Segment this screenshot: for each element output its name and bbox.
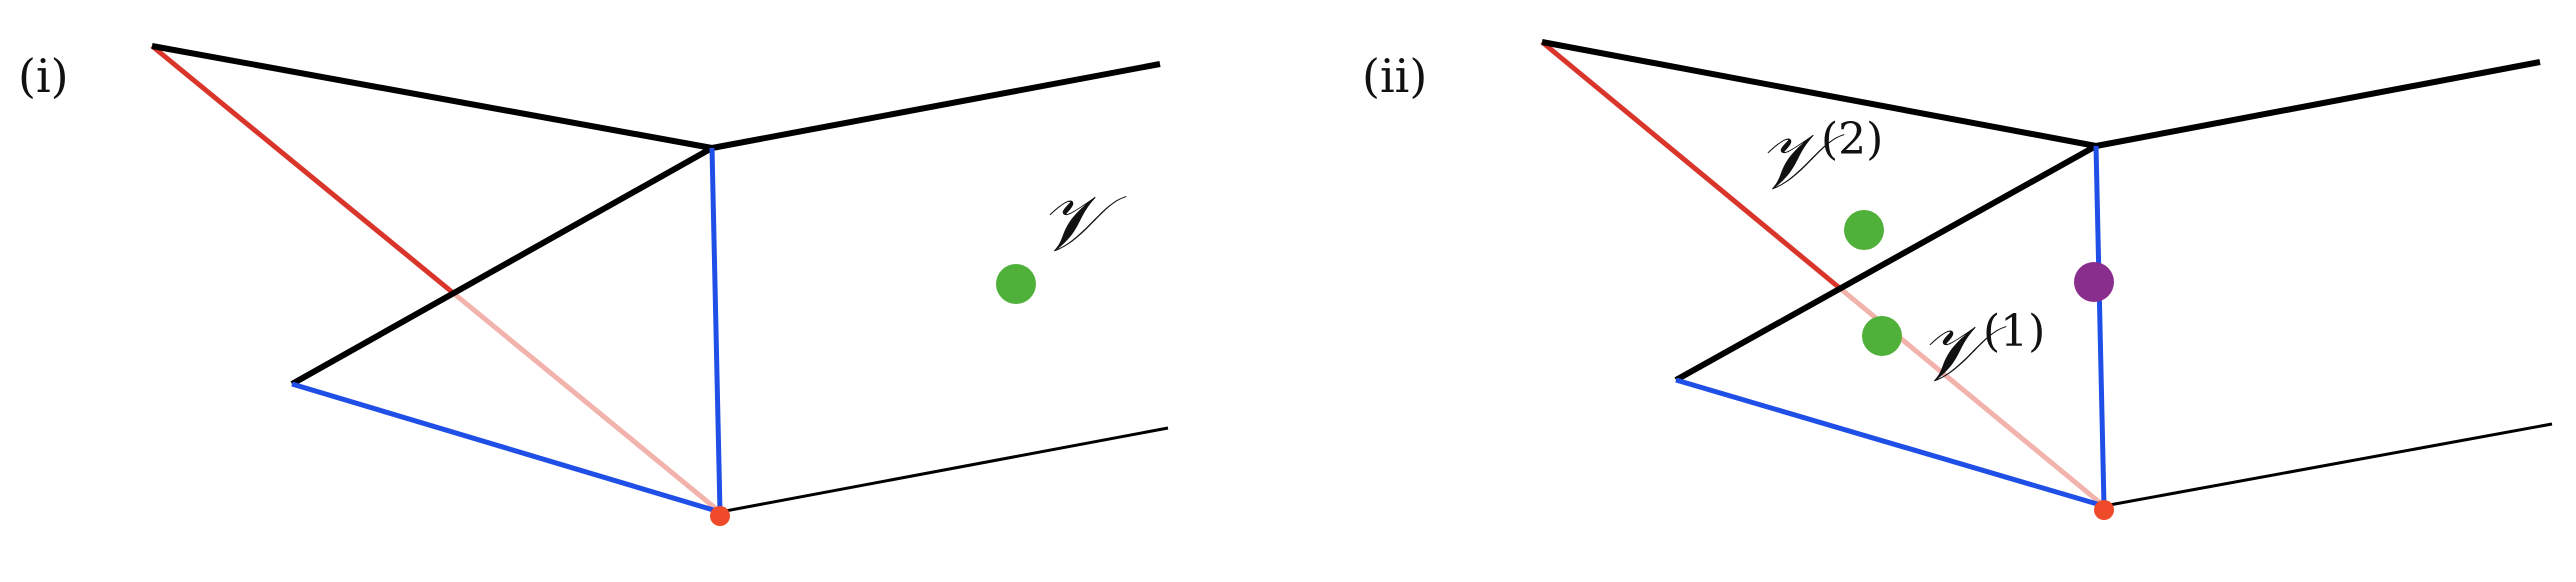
edge-top-left (1541, 39, 2097, 149)
vertex-label-v: 𝒱 (1038, 179, 1127, 269)
vertex-label-v-symbol: 𝒱 (1038, 179, 1127, 269)
vertex-label-v1: 𝒱(1) (1918, 306, 2045, 399)
green-vertex-dot-lower (1862, 316, 1902, 356)
edge-top-right (711, 61, 1161, 151)
blue-edge-left (1675, 377, 2105, 509)
red-edge-strong (1540, 40, 1844, 292)
panel-ii-label: (ii) (1362, 49, 1427, 103)
vertex-label-v2: 𝒱(2) (1756, 114, 1883, 207)
purple-vertex-dot (2074, 262, 2114, 302)
green-vertex-dot (996, 264, 1036, 304)
edge-bottom-right (719, 426, 1169, 514)
vertex-label-v2-superscript: (2) (1821, 114, 1883, 165)
blue-edge-vertical (709, 147, 723, 513)
panel-ii: (ii) 𝒱(2) 𝒱(1) (1362, 39, 2553, 520)
edge-top-left (151, 43, 713, 151)
blue-edge-left (291, 381, 721, 515)
edge-top-right (2095, 59, 2541, 149)
panel-i: (i) 𝒱 (18, 43, 1169, 526)
green-vertex-dot-upper (1844, 210, 1884, 250)
panel-i-label: (i) (18, 49, 69, 103)
edge-bottom-right (2103, 422, 2553, 508)
red-edge-faint (450, 290, 722, 514)
edge-crossing (1674, 143, 2098, 383)
edge-crossing (290, 145, 714, 387)
red-vertex-dot (710, 506, 730, 526)
red-edge-strong (150, 44, 454, 294)
blue-edge-vertical (2093, 145, 2107, 507)
vertex-label-v1-superscript: (1) (1983, 306, 2045, 357)
red-vertex-dot (2094, 500, 2114, 520)
